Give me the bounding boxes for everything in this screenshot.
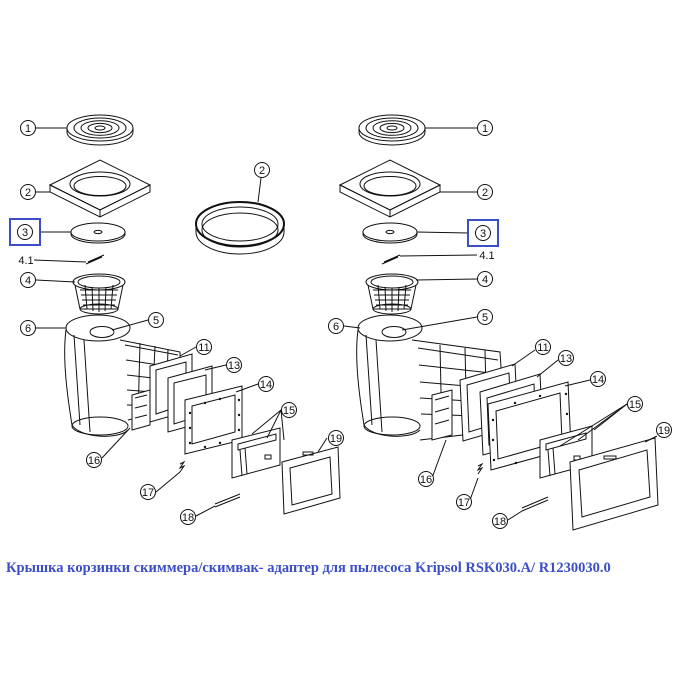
callout-left-19: 19 [328,430,344,446]
callout-left-19-text: 19 [330,433,342,445]
callout-right-18: 18 [492,513,508,529]
callout-right-19-text: 19 [658,425,670,437]
callout-right-17-text: 17 [458,497,470,509]
right-part-17-screw [476,462,484,475]
callout-left-4-1-text: 4.1 [18,255,33,267]
callout-left-2: 2 [20,184,36,200]
callout-right-14: 14 [590,371,606,387]
callout-left-11-text: 11 [198,342,209,354]
callout-right-13-text: 13 [560,353,572,365]
left-part-4-basket [72,273,126,315]
callout-right-14-text: 14 [592,374,604,386]
left-part-16-block [131,389,151,431]
callout-left-13-text: 13 [228,360,240,372]
callout-left-4: 4 [20,272,36,288]
callout-center-2: 2 [254,162,270,178]
callout-left-17-text: 17 [142,487,154,499]
callout-right-19: 19 [656,422,672,438]
right-part-1-lid [358,114,426,146]
callout-left-3-text: 3 [22,227,28,239]
right-callouts: 1 2 4.1 4 5 6 11 13 14 15 16 17 18 19 3 [328,120,672,529]
left-part-15-weir [231,427,281,479]
left-part-3-disc [70,222,126,244]
callout-left-18: 18 [180,509,196,525]
callout-right-1: 1 [477,120,493,136]
callout-left-11: 11 [196,339,212,355]
callout-right-4-1-text: 4.1 [479,250,494,262]
callout-left-13: 13 [226,357,242,373]
right-leader-lines [343,127,658,521]
callout-left-18-text: 18 [182,512,194,524]
callout-left-15: 15 [281,402,297,418]
callout-left-4-1: 4.1 [18,255,33,267]
callout-right-16: 16 [418,471,434,487]
left-part-17-screw [178,460,186,473]
callout-left-3-highlighted: 3 [9,218,41,246]
callout-right-11: 11 [535,339,551,355]
callout-left-15-text: 15 [283,405,295,417]
center-part-2-ring [195,177,285,255]
callout-right-6-text: 6 [333,321,339,333]
right-part-19-face-frame [569,437,659,531]
callout-left-4-text: 4 [25,275,31,287]
callout-right-4-1: 4.1 [479,250,494,262]
callout-right-5-text: 5 [482,312,488,324]
left-assembly [33,114,341,517]
callout-right-11-text: 11 [537,342,548,354]
right-assembly [338,114,659,531]
right-part-2-frame [338,159,442,218]
right-part-4-1-spring [381,254,401,265]
callout-right-3-highlighted: 3 [467,219,499,247]
callout-right-4-text: 4 [482,274,488,286]
callout-left-5: 5 [148,312,164,328]
right-part-18-pin [521,496,549,512]
callout-left-14-text: 14 [260,379,272,391]
left-part-18-pin [214,493,241,508]
callout-left-6: 6 [20,320,36,336]
callout-left-16: 16 [86,452,102,468]
callout-right-13: 13 [558,350,574,366]
callout-left-5-text: 5 [153,315,159,327]
right-part-4-basket [365,273,419,315]
callout-left-6-text: 6 [25,323,31,335]
callout-right-1-text: 1 [482,123,488,135]
callout-right-15-text: 15 [629,399,641,411]
callout-right-5: 5 [477,309,493,325]
callout-left-1: 1 [20,120,36,136]
left-part-4-1-spring [85,254,105,265]
left-leader-lines [33,127,328,517]
callout-left-14: 14 [258,376,274,392]
callout-left-2-text: 2 [25,187,31,199]
callout-right-17: 17 [456,494,472,510]
callout-right-18-text: 18 [494,516,506,528]
callout-right-3-text: 3 [480,228,486,240]
product-caption: Крышка корзинки скиммера/скимвак- адапте… [6,560,611,576]
callout-right-2-text: 2 [482,187,488,199]
callout-left-16-text: 16 [88,455,100,467]
right-part-16-block [431,389,453,441]
callout-center-2-text: 2 [259,165,265,177]
left-part-1-lid [66,114,134,146]
left-part-19-face-frame [281,446,341,515]
left-callouts: 1 2 4.1 4 6 5 11 13 14 15 16 17 18 19 3 [9,120,344,525]
callout-right-2: 2 [477,184,493,200]
callout-right-15: 15 [627,396,643,412]
left-part-2-frame [48,159,152,218]
callout-right-4: 4 [477,271,493,287]
callout-left-1-text: 1 [25,123,31,135]
right-part-3-disc [362,222,418,244]
callout-right-6: 6 [328,318,344,334]
callout-left-17: 17 [140,484,156,500]
callout-right-16-text: 16 [420,474,432,486]
